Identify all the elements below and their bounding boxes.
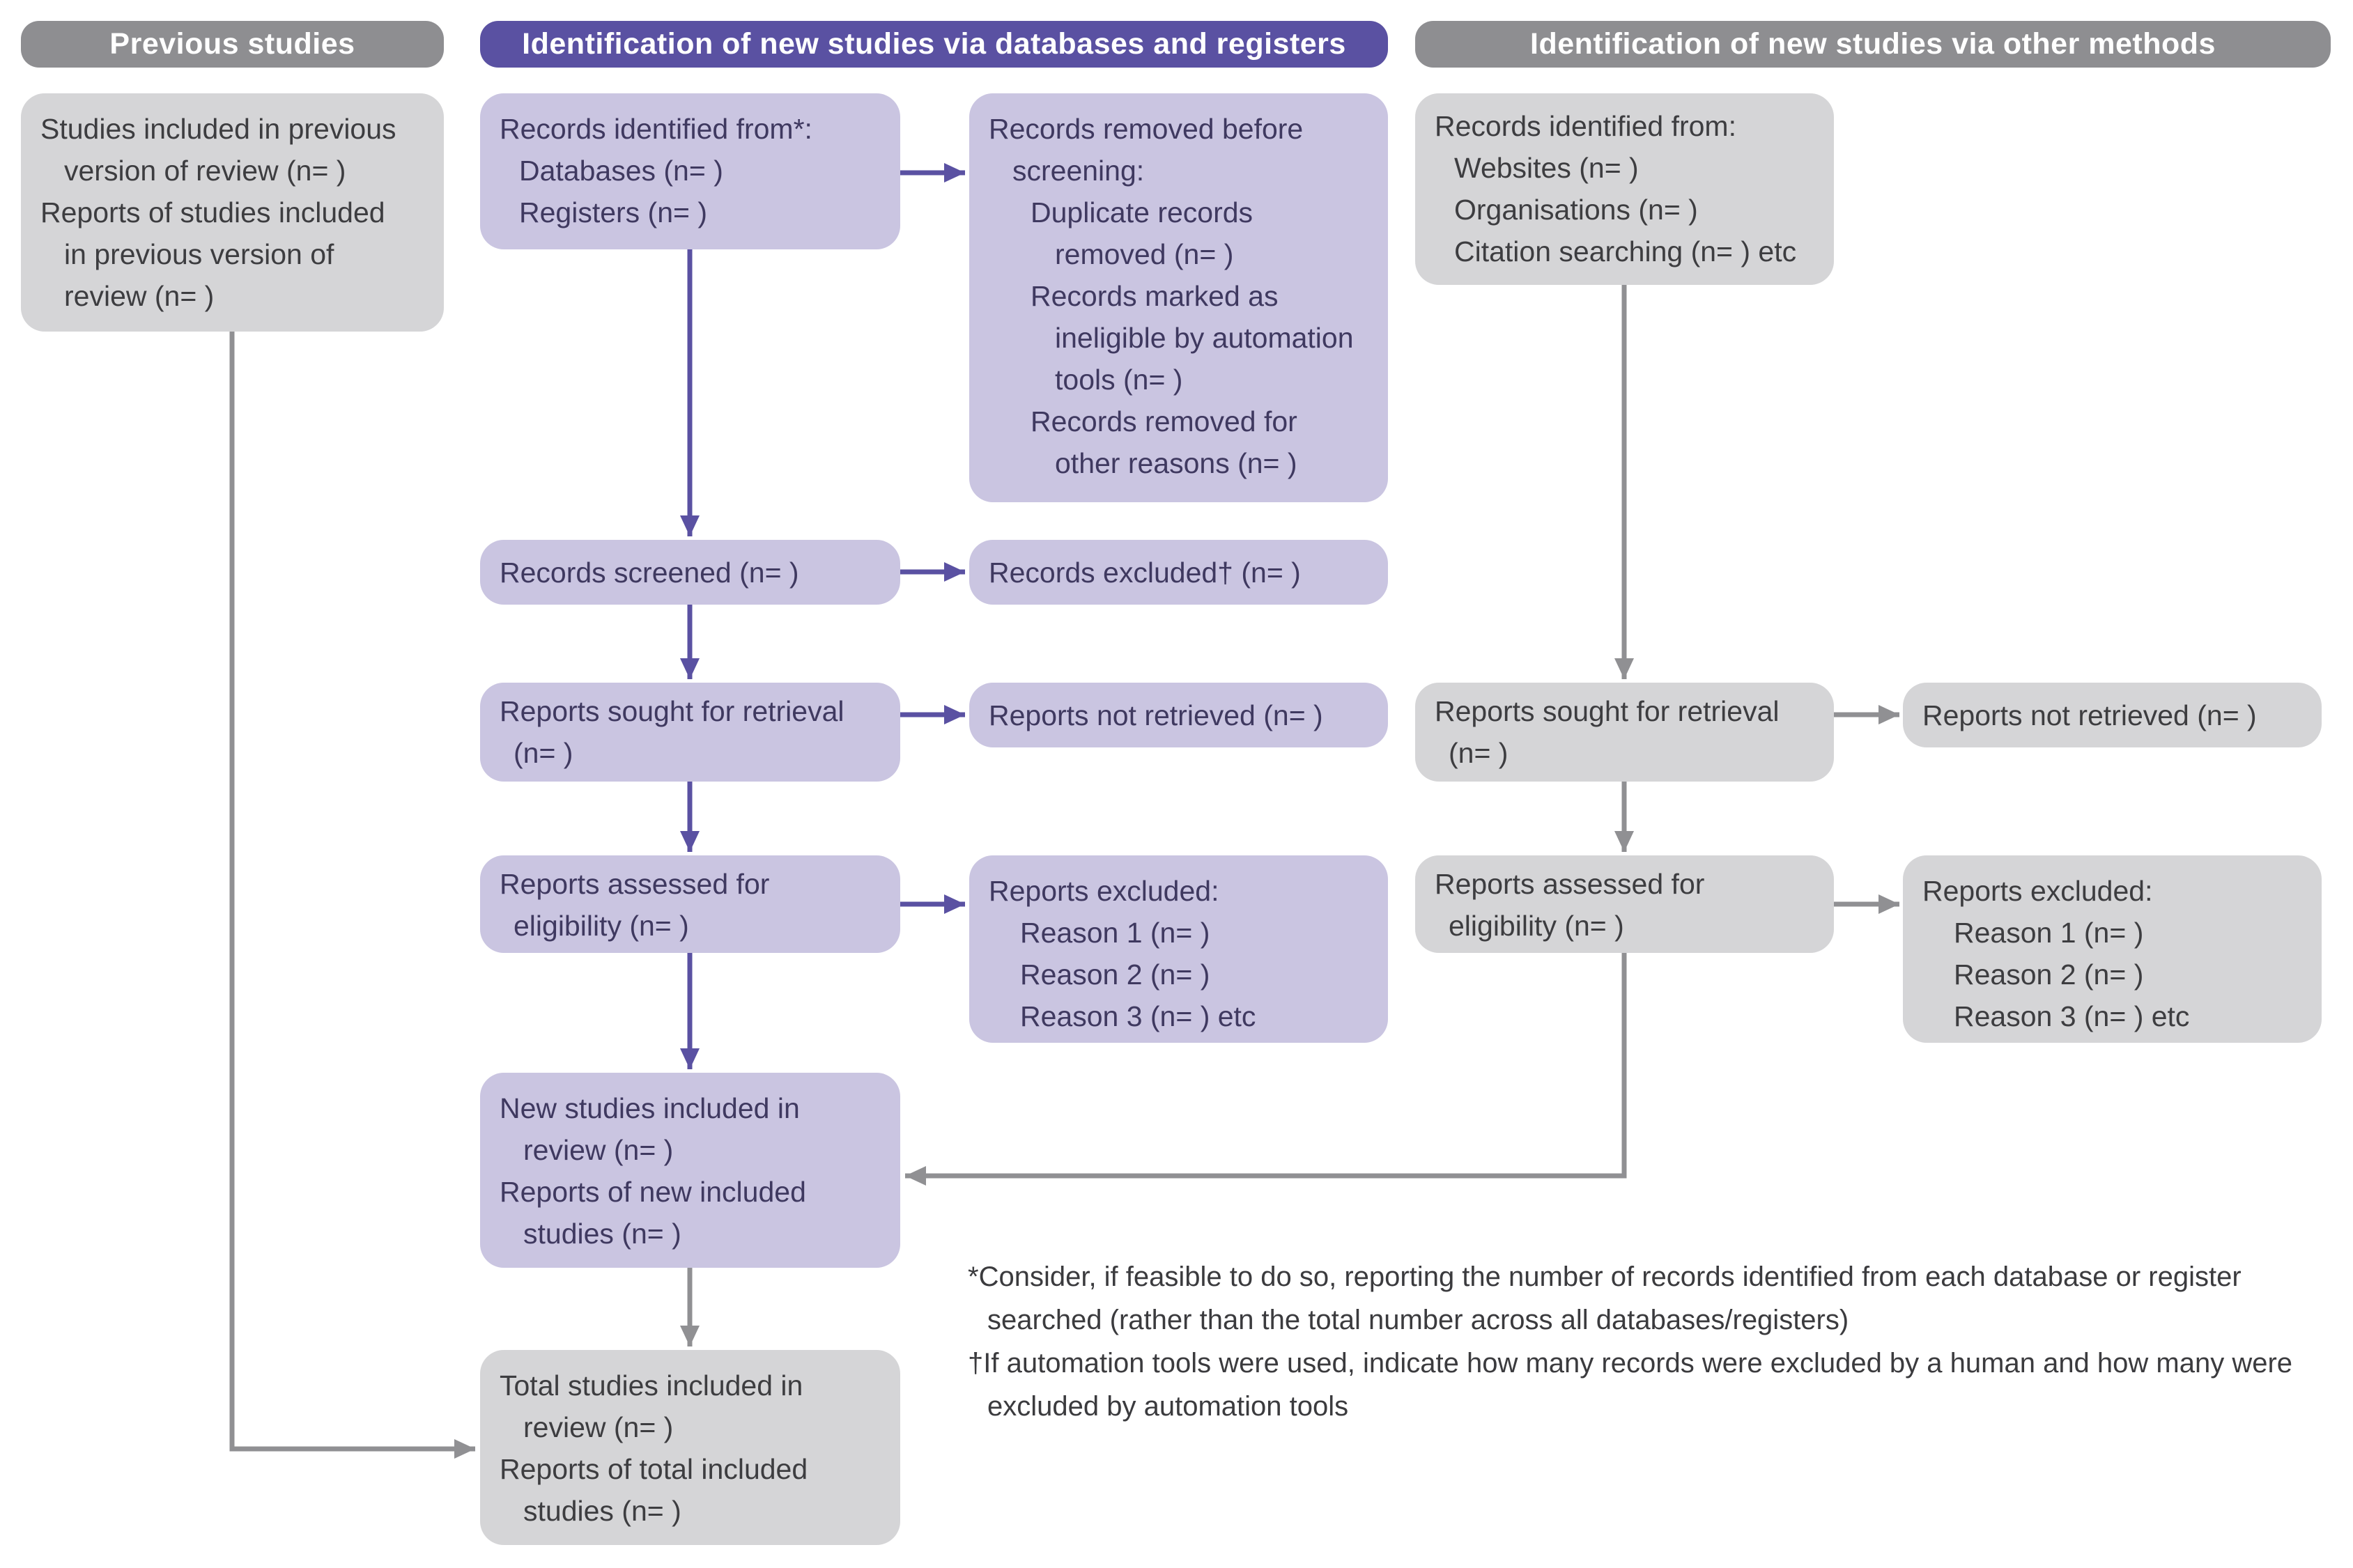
column-header-previous-studies: Previous studies: [21, 21, 444, 68]
box-line: Registers (n= ): [519, 196, 708, 228]
box-line: Reports excluded:: [989, 875, 1219, 907]
box-line: version of review (n= ): [64, 155, 346, 187]
box-records-screened: Records screened (n= ): [480, 540, 900, 605]
box-line: (n= ): [514, 737, 573, 769]
box-line: Total studies included in: [500, 1369, 803, 1402]
box-line: Records marked as: [1031, 280, 1279, 312]
box-line: Records removed before: [989, 113, 1304, 145]
box-line: removed (n= ): [1055, 238, 1234, 270]
arrow-previous-to-total: [229, 332, 475, 1459]
box-total-studies-included: Total studies included in review (n= ) R…: [480, 1350, 900, 1545]
box-line: other reasons (n= ): [1055, 447, 1297, 479]
box-reports-not-retrieved-other: Reports not retrieved (n= ): [1903, 683, 2322, 747]
box-line: (n= ): [1449, 737, 1509, 769]
box-line: Reports excluded:: [1922, 875, 2153, 907]
footnotes: *Consider, if feasible to do so, reporti…: [968, 1255, 2351, 1428]
column-header-databases-registers: Identification of new studies via databa…: [480, 21, 1388, 68]
box-line: Reports assessed for: [500, 868, 770, 900]
footnote-dagger-line: †If automation tools were used, indicate…: [968, 1348, 2293, 1379]
footnote-asterisk-line: searched (rather than the total number a…: [987, 1305, 1849, 1335]
box-previous-studies-included: Studies included in previous version of …: [21, 93, 444, 332]
box-reports-not-retrieved-databases: Reports not retrieved (n= ): [969, 683, 1388, 747]
box-records-excluded: Records excluded† (n= ): [969, 540, 1388, 605]
box-line: studies (n= ): [523, 1495, 681, 1527]
box-line: Citation searching (n= ) etc: [1454, 235, 1797, 267]
box-line: Records excluded† (n= ): [989, 556, 1301, 589]
box-line: New studies included in: [500, 1092, 800, 1124]
box-line: Records screened (n= ): [500, 556, 799, 589]
box-line: Records removed for: [1031, 405, 1297, 437]
box-line: screening:: [1012, 155, 1145, 187]
box-line: Databases (n= ): [519, 155, 723, 187]
box-line: Reason 2 (n= ): [1954, 958, 2144, 991]
box-line: Duplicate records: [1031, 196, 1253, 228]
box-line: Reports not retrieved (n= ): [989, 699, 1323, 731]
box-reports-excluded-databases: Reports excluded: Reason 1 (n= ) Reason …: [969, 855, 1388, 1043]
box-reports-assessed-databases: Reports assessed for eligibility (n= ): [480, 855, 900, 953]
box-records-identified-databases: Records identified from*: Databases (n= …: [480, 93, 900, 249]
box-line: Reason 1 (n= ): [1954, 917, 2144, 949]
column-header-other-methods: Identification of new studies via other …: [1415, 21, 2331, 68]
box-line: Reports of studies included: [40, 196, 385, 228]
box-line: Reason 3 (n= ) etc: [1020, 1000, 1256, 1032]
box-line: Records identified from*:: [500, 113, 812, 145]
box-line: eligibility (n= ): [1449, 910, 1624, 942]
box-line: Studies included in previous: [40, 113, 396, 145]
box-line: review (n= ): [523, 1411, 674, 1443]
box-line: Reports not retrieved (n= ): [1922, 699, 2257, 731]
box-records-removed-before-screening: Records removed before screening: Duplic…: [969, 93, 1388, 502]
footnote-dagger-line: excluded by automation tools: [987, 1391, 1349, 1422]
box-records-identified-other: Records identified from: Websites (n= ) …: [1415, 93, 1834, 285]
box-reports-sought-databases: Reports sought for retrieval (n= ): [480, 683, 900, 782]
box-line: review (n= ): [523, 1134, 674, 1166]
box-reports-sought-other: Reports sought for retrieval (n= ): [1415, 683, 1834, 782]
box-line: Reports sought for retrieval: [500, 695, 844, 727]
box-line: tools (n= ): [1055, 364, 1183, 396]
box-line: Reason 3 (n= ) etc: [1954, 1000, 2190, 1032]
box-line: Websites (n= ): [1454, 152, 1639, 184]
footnote-asterisk-line: *Consider, if feasible to do so, reporti…: [968, 1262, 2242, 1292]
box-line: ineligible by automation: [1055, 322, 1354, 354]
box-line: Records identified from:: [1435, 110, 1736, 142]
box-line: review (n= ): [64, 280, 215, 312]
box-new-studies-included: New studies included in review (n= ) Rep…: [480, 1073, 900, 1268]
box-line: Reason 2 (n= ): [1020, 958, 1210, 991]
box-line: Reports assessed for: [1435, 868, 1705, 900]
box-line: studies (n= ): [523, 1218, 681, 1250]
box-line: eligibility (n= ): [514, 910, 689, 942]
box-line: Reports of total included: [500, 1453, 808, 1485]
box-line: Reports of new included: [500, 1176, 806, 1208]
box-line: Reason 1 (n= ): [1020, 917, 1210, 949]
box-line: in previous version of: [64, 238, 334, 270]
box-reports-assessed-other: Reports assessed for eligibility (n= ): [1415, 855, 1834, 953]
box-line: Reports sought for retrieval: [1435, 695, 1780, 727]
box-line: Organisations (n= ): [1454, 194, 1698, 226]
box-reports-excluded-other: Reports excluded: Reason 1 (n= ) Reason …: [1903, 855, 2322, 1043]
